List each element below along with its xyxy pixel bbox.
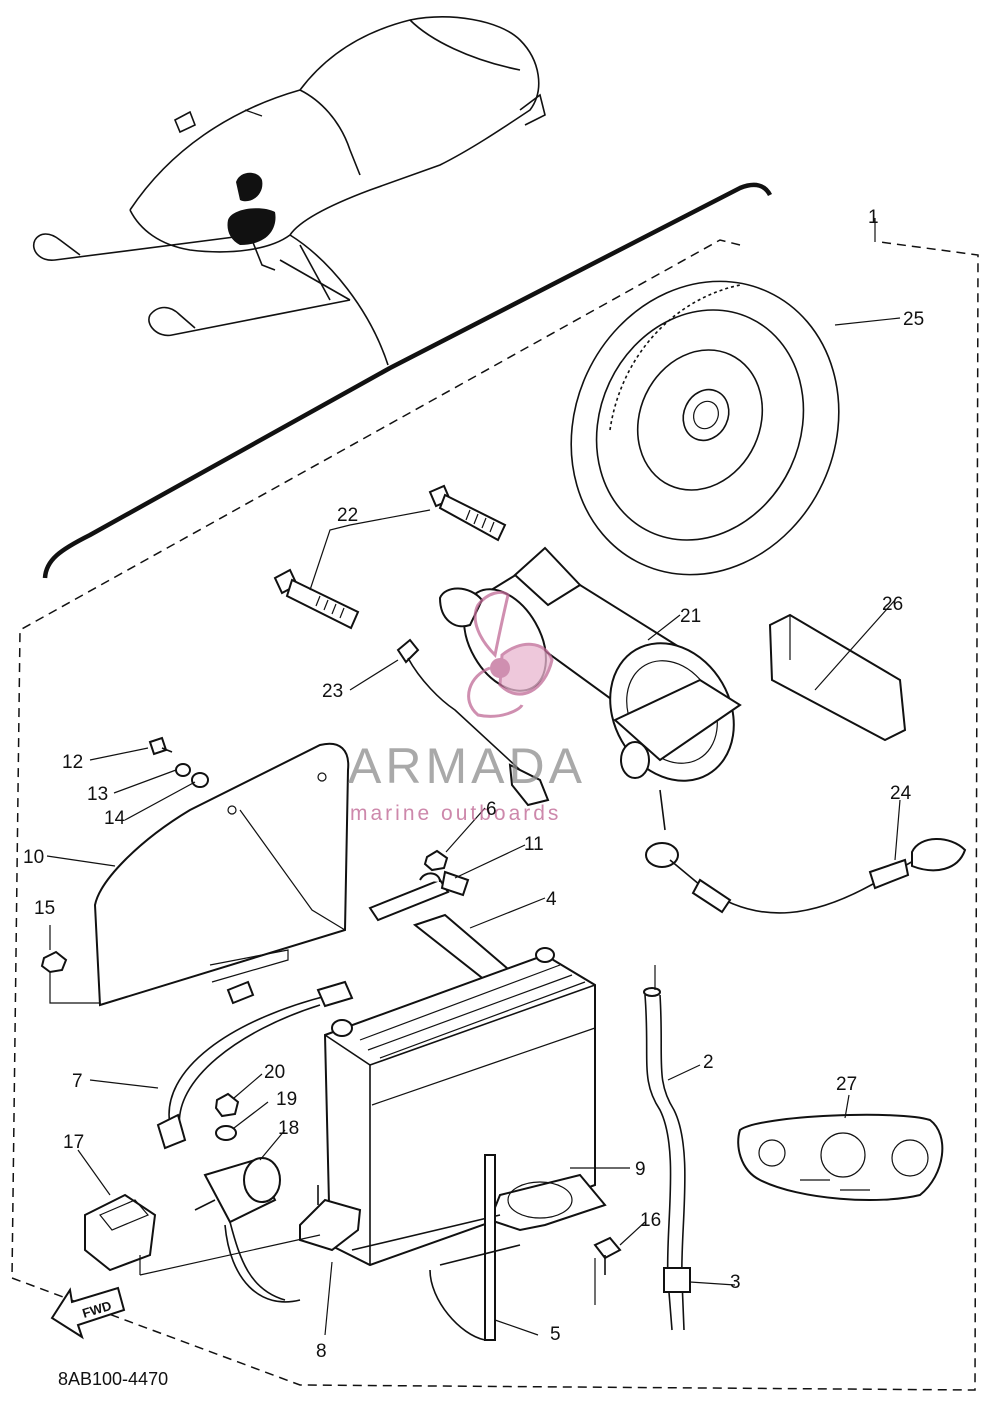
cover-washer (175, 763, 191, 777)
terminal-bracket (368, 870, 470, 922)
callout-15: 15 (34, 898, 55, 919)
starter-relay-lead (156, 980, 354, 1150)
relay-unit (84, 1193, 157, 1272)
callout-17: 17 (63, 1132, 84, 1153)
cover-nut (40, 950, 68, 974)
battery-cover (93, 742, 350, 1007)
starter-relay (194, 1157, 301, 1303)
callout-12: 12 (62, 752, 83, 773)
callout-14: 14 (104, 808, 126, 829)
instrument-label (737, 1113, 944, 1201)
battery-tray (351, 1173, 607, 1251)
callout-5: 5 (550, 1324, 561, 1345)
callout-4: 4 (546, 889, 557, 910)
watermark-tagline: marine outboards (350, 802, 561, 825)
snowmobile-sketch (33, 16, 546, 366)
tray-bolt (593, 1236, 622, 1275)
callout-7: 7 (72, 1071, 83, 1092)
callout-10: 10 (23, 847, 44, 868)
callout-27: 27 (836, 1074, 857, 1095)
callout-9: 9 (635, 1159, 646, 1180)
propeller-logo (467, 591, 554, 718)
callout-26: 26 (882, 594, 903, 615)
mounting-bolt-upper (428, 484, 507, 542)
cover-grommet (191, 772, 209, 788)
relay-nut (214, 1092, 240, 1118)
vent-hose (643, 987, 686, 1331)
section-line (42, 182, 773, 579)
watermark-brand: ARMADA (348, 738, 586, 794)
drawing-code: 8AB100-4470 (58, 1369, 168, 1389)
callout-25: 25 (903, 309, 924, 330)
armada-watermark: ARMADA marine outboards (348, 591, 586, 825)
mounting-bolt-lower (273, 568, 360, 630)
rubber-pad (768, 613, 907, 742)
flywheel-ring-gear (570, 280, 840, 576)
callout-16: 16 (640, 1210, 661, 1231)
relay-washer (215, 1125, 237, 1141)
vent-hose-clamp (663, 1267, 691, 1293)
callout-13: 13 (87, 784, 108, 805)
cover-screw (148, 736, 173, 756)
kit-boundary (11, 239, 979, 1391)
callout-2: 2 (703, 1052, 714, 1073)
forward-arrow-icon: FWD (50, 1286, 126, 1340)
battery-cable (645, 838, 967, 914)
callout-8: 8 (316, 1341, 327, 1362)
callout-1: 1 (868, 207, 879, 228)
callout-22: 22 (337, 505, 358, 526)
callout-24: 24 (890, 783, 912, 804)
terminal-nut (423, 849, 449, 872)
starter-motor (438, 546, 742, 831)
hold-down-rod (429, 1154, 521, 1341)
battery-holder (299, 1185, 362, 1252)
callout-19: 19 (276, 1089, 297, 1110)
leader-lines (46, 218, 901, 1336)
callout-18: 18 (278, 1118, 299, 1139)
callout-3: 3 (730, 1272, 741, 1293)
starter-cable (396, 638, 550, 807)
callout-23: 23 (322, 681, 343, 702)
callout-20: 20 (264, 1062, 285, 1083)
callout-6: 6 (486, 799, 497, 820)
callout-11: 11 (524, 834, 544, 855)
callout-21: 21 (680, 606, 701, 627)
